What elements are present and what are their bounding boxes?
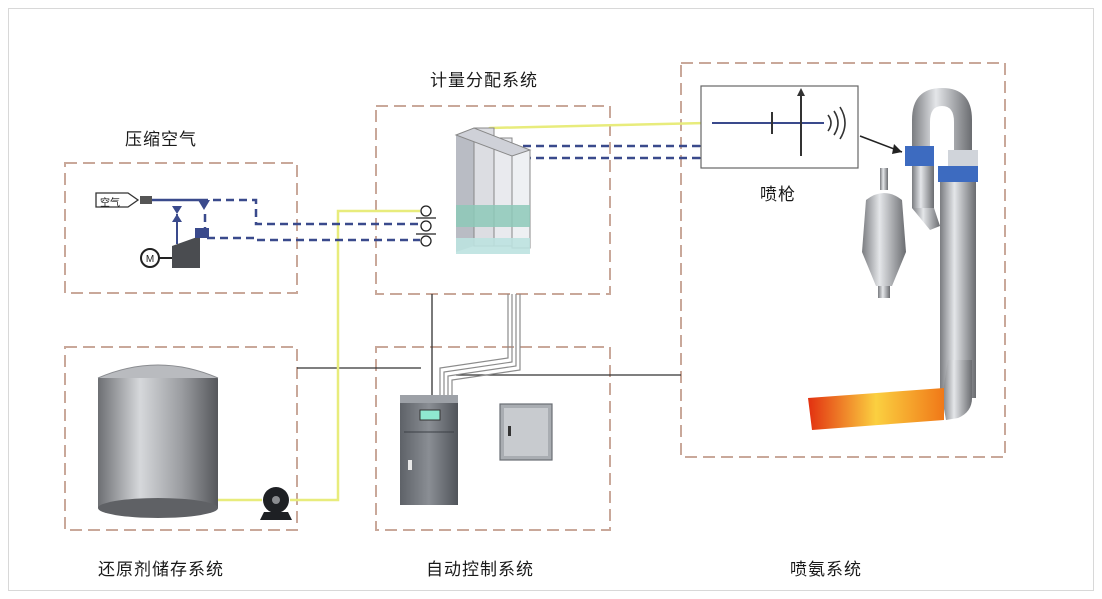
control-panel-box bbox=[499, 403, 553, 461]
box-metering bbox=[375, 105, 611, 295]
box-control bbox=[375, 346, 611, 531]
box-storage bbox=[64, 346, 298, 531]
label-compressed-air: 压缩空气 bbox=[125, 130, 197, 150]
diagram-frame bbox=[8, 8, 1094, 591]
lance-box bbox=[700, 85, 859, 169]
pump-icon bbox=[260, 487, 292, 520]
box-compressed-air bbox=[64, 162, 298, 294]
storage-tank bbox=[97, 364, 219, 518]
air-line-1 bbox=[200, 198, 420, 226]
label-control-system: 自动控制系统 bbox=[426, 560, 534, 580]
cable-bundle bbox=[439, 294, 521, 395]
valve-cluster-icon bbox=[416, 205, 436, 247]
lance-icon bbox=[712, 88, 903, 156]
rotary-kiln bbox=[808, 388, 944, 430]
air-tag-label: 空气 bbox=[100, 198, 120, 209]
compressor-icon: M bbox=[140, 228, 209, 268]
label-lance: 喷枪 bbox=[760, 185, 796, 205]
metering-module bbox=[454, 127, 532, 254]
boiler-duct bbox=[905, 88, 978, 420]
air-line-2 bbox=[203, 214, 420, 242]
reductant-line bbox=[218, 209, 420, 502]
air-intake-icon bbox=[95, 192, 200, 208]
label-storage-system: 还原剂储存系统 bbox=[98, 560, 224, 580]
valve-icon bbox=[172, 200, 210, 244]
label-ammonia-injection-system: 喷氨系统 bbox=[790, 560, 862, 580]
box-ammonia-injection bbox=[680, 62, 1006, 458]
cyclone-separator bbox=[862, 168, 906, 298]
svg-text:M: M bbox=[146, 254, 154, 265]
label-metering-system: 计量分配系统 bbox=[430, 71, 538, 91]
control-cabinet bbox=[400, 395, 458, 505]
